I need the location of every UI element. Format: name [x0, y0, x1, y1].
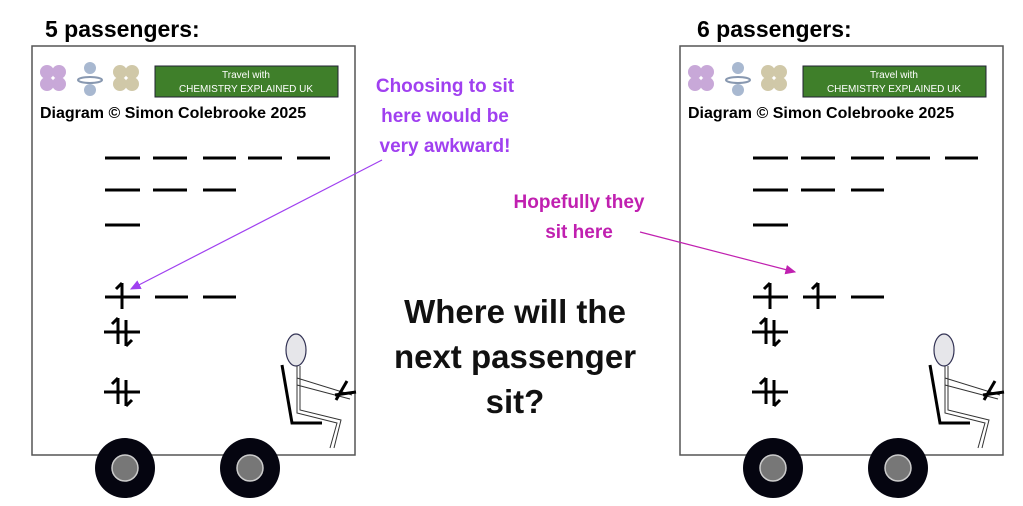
- heading: 5 passengers:: [45, 16, 200, 42]
- annotation-awkward: Choosing to sit here would be very awkwa…: [376, 76, 515, 157]
- svg-text:sit here: sit here: [545, 222, 613, 243]
- svg-text:here would be: here would be: [381, 106, 509, 127]
- svg-text:next passenger: next passenger: [394, 338, 636, 375]
- question: Where will the next passenger sit?: [394, 293, 636, 420]
- banner-line1: Travel with: [222, 70, 270, 81]
- annotation-hopefully: Hopefully they sit here: [514, 192, 645, 243]
- bus-5-passengers: 5 passengers: Travel with CHEMISTRY EXPL…: [32, 16, 356, 498]
- bus-6-passengers: 6 passengers: Travel with CHEMISTRY EXPL…: [680, 16, 1004, 498]
- svg-text:sit?: sit?: [486, 383, 545, 420]
- banner-line2: CHEMISTRY EXPLAINED UK: [179, 84, 313, 95]
- arrow-awkward: [129, 159, 383, 290]
- svg-text:very awkward!: very awkward!: [380, 136, 511, 157]
- credit: Diagram © Simon Colebrooke 2025: [688, 105, 954, 122]
- credit: Diagram © Simon Colebrooke 2025: [40, 105, 306, 122]
- svg-text:Hopefully they: Hopefully they: [514, 192, 645, 213]
- arrow-hopefully: [639, 231, 797, 275]
- svg-text:Choosing to sit: Choosing to sit: [376, 76, 515, 97]
- svg-text:Where will the: Where will the: [404, 293, 626, 330]
- banner-line1: Travel with: [870, 70, 918, 81]
- banner-line2: CHEMISTRY EXPLAINED UK: [827, 84, 961, 95]
- heading: 6 passengers:: [697, 16, 852, 42]
